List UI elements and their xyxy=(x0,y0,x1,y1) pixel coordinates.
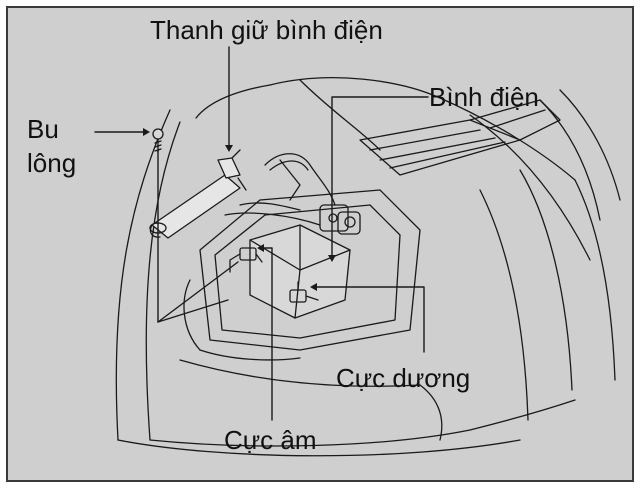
negative-terminal-label: Cực âm xyxy=(224,427,317,453)
battery-cables xyxy=(225,154,335,225)
strap-label: Thanh giữ bình điện xyxy=(150,17,383,43)
bolt-label-line2: lông xyxy=(27,150,76,176)
positive-terminal-label: Cực dương xyxy=(336,365,470,391)
battery-label: Bình điện xyxy=(429,84,539,110)
bolt-label-line1: Bu xyxy=(27,116,59,142)
scooter-body-outline xyxy=(116,78,620,456)
battery-strap xyxy=(150,150,246,238)
